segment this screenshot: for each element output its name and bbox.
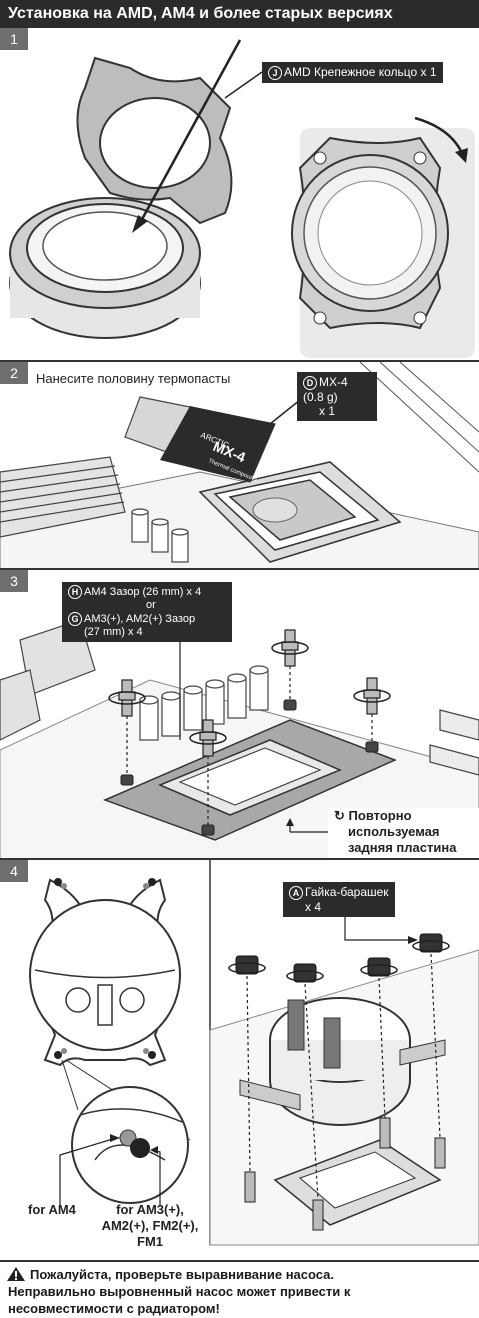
callout-text: AMD Крепежное кольцо x 1 xyxy=(284,65,437,79)
step-instruction: Нанесите половину термопасты xyxy=(36,371,231,386)
warning-icon xyxy=(7,1267,25,1281)
label-am4: for AM4 xyxy=(28,1202,76,1217)
callout-line-2: x 1 xyxy=(319,403,336,418)
step-number: 3 xyxy=(0,570,28,592)
callout-line-1: Гайка-барашек xyxy=(305,885,389,899)
reuse-line-2: используемая xyxy=(348,824,440,839)
step-number: 4 xyxy=(0,860,28,882)
step-4-illustration xyxy=(29,860,479,1246)
label-am3: for AM3(+), AM2(+), FM2(+), FM1 xyxy=(90,1202,210,1250)
standoff-am3: AM3(+), AM2(+) Зазор xyxy=(84,612,196,625)
step-number: 2 xyxy=(0,362,28,384)
part-badge: J xyxy=(268,65,282,80)
reused-backplate-label: ↻ Повторно используемая задняя пластина xyxy=(334,808,456,856)
step-3-panel: 3 xyxy=(0,570,479,860)
label-am3-line-2: AM2(+), FM2(+), xyxy=(101,1218,199,1233)
reuse-line-1: Повторно xyxy=(348,808,412,823)
callout-line-1: MX-4 (0.8 g) xyxy=(303,375,348,404)
warning-line-2: Неправильно выровненный насос может прив… xyxy=(8,1284,351,1299)
reuse-label-bg xyxy=(328,808,479,858)
warning-box: Пожалуйста, проверьте выравнивание насос… xyxy=(0,1262,479,1318)
step-1-illustration xyxy=(9,39,475,358)
page-title: Установка на AMD, AM4 и более старых вер… xyxy=(0,0,479,28)
part-badge: A xyxy=(289,885,303,900)
step-2-panel: 2 Нанесите половину термопасты xyxy=(0,362,479,570)
warning-line-3: несовместимости с радиатором! xyxy=(8,1301,220,1316)
part-badge-h: H xyxy=(68,585,82,599)
warning-line-1: Пожалуйста, проверьте выравнивание насос… xyxy=(30,1267,335,1282)
part-badge: D xyxy=(303,375,317,390)
standoff-or: or xyxy=(146,599,156,611)
step-2-illustration: ARCTIC MX-4 Thermal compound xyxy=(0,362,479,568)
refresh-icon: ↻ xyxy=(334,808,345,823)
callout-line-2: x 4 xyxy=(305,899,322,914)
label-am3-line-1: for AM3(+), xyxy=(116,1202,184,1217)
step-number: 1 xyxy=(0,28,28,50)
part-badge-g: G xyxy=(68,612,82,626)
step-4-panel: 4 xyxy=(0,860,479,1262)
label-am3-line-3: FM1 xyxy=(137,1234,163,1249)
standoff-am4: AM4 Зазор (26 mm) x 4 xyxy=(84,585,202,598)
reuse-line-3: задняя пластина xyxy=(348,840,457,855)
standoff-am3-size: (27 mm) x 4 xyxy=(84,626,143,638)
